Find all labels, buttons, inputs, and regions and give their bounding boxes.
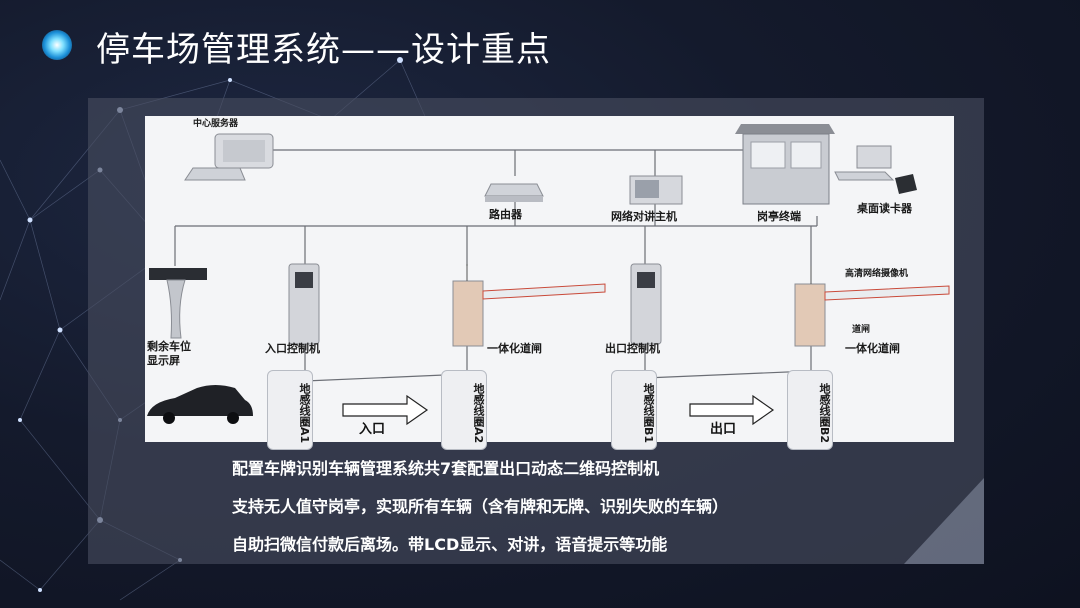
server-label: 中心服务器 [193, 119, 239, 129]
loop-b1: 地感线圈B1 [611, 370, 657, 450]
entry-controller-label: 入口控制机 [265, 342, 320, 355]
exit-barrier-icon [794, 266, 950, 347]
page-title: 停车场管理系统——设计重点 [96, 30, 551, 70]
exit-arrow-label: 出口 [710, 422, 737, 437]
feature-line-1: 配置车牌识别车辆管理系统共7套配置出口动态二维码控制机 [232, 459, 660, 478]
entry-barrier-label: 一体化道闸 [487, 342, 542, 355]
router-icon [484, 183, 544, 202]
feature-line-2: 支持无人值守岗亭，实现所有车辆（含有牌和无牌、识别失败的车辆） [232, 497, 729, 516]
intercom-icon [629, 175, 683, 205]
server-icon [184, 133, 274, 181]
feature-list: 配置车牌识别车辆管理系统共7套配置出口动态二维码控制机 支持无人值守岗亭，实现所… [232, 452, 932, 566]
exit-barrier-label: 一体化道闸 [845, 342, 900, 355]
card-reader-label: 桌面读卡器 [857, 202, 912, 215]
exit-controller-icon [630, 263, 662, 345]
booth-icon [735, 124, 835, 205]
loop-b2: 地感线圈B2 [787, 370, 833, 450]
diagram-lines [147, 124, 950, 426]
card-reader-icon [834, 145, 917, 194]
entry-controller-icon [288, 263, 320, 345]
hd-camera-label: 高清网络摄像机 [845, 269, 909, 279]
exit-controller-label: 出口控制机 [605, 342, 660, 355]
loop-a2: 地感线圈A2 [441, 370, 487, 450]
entry-arrow-label: 入口 [359, 422, 386, 437]
gate-label: 道闸 [852, 325, 871, 335]
booth-label: 岗亭终端 [757, 210, 801, 223]
entry-barrier-icon [452, 264, 606, 347]
intercom-label: 网络对讲主机 [611, 210, 677, 223]
exit-arrow-icon [689, 394, 775, 426]
loop-a1: 地感线圈A1 [267, 370, 313, 450]
entry-arrow-icon [342, 394, 429, 426]
space-display-icon [149, 268, 207, 339]
parking-system-diagram: 中心服务器 路由器 网络对讲主机 岗亭终端 桌面读卡器 高清网络摄像机 道闸 剩… [145, 116, 954, 450]
corner-triangle-decoration [904, 478, 984, 564]
car-icon [147, 385, 253, 424]
title-bullet-icon [42, 30, 72, 60]
feature-line-3: 自助扫微信付款后离场。带LCD显示、对讲，语音提示等功能 [232, 535, 668, 554]
router-label: 路由器 [489, 208, 522, 221]
space-display-label: 剩余车位 显示屏 [147, 340, 191, 367]
